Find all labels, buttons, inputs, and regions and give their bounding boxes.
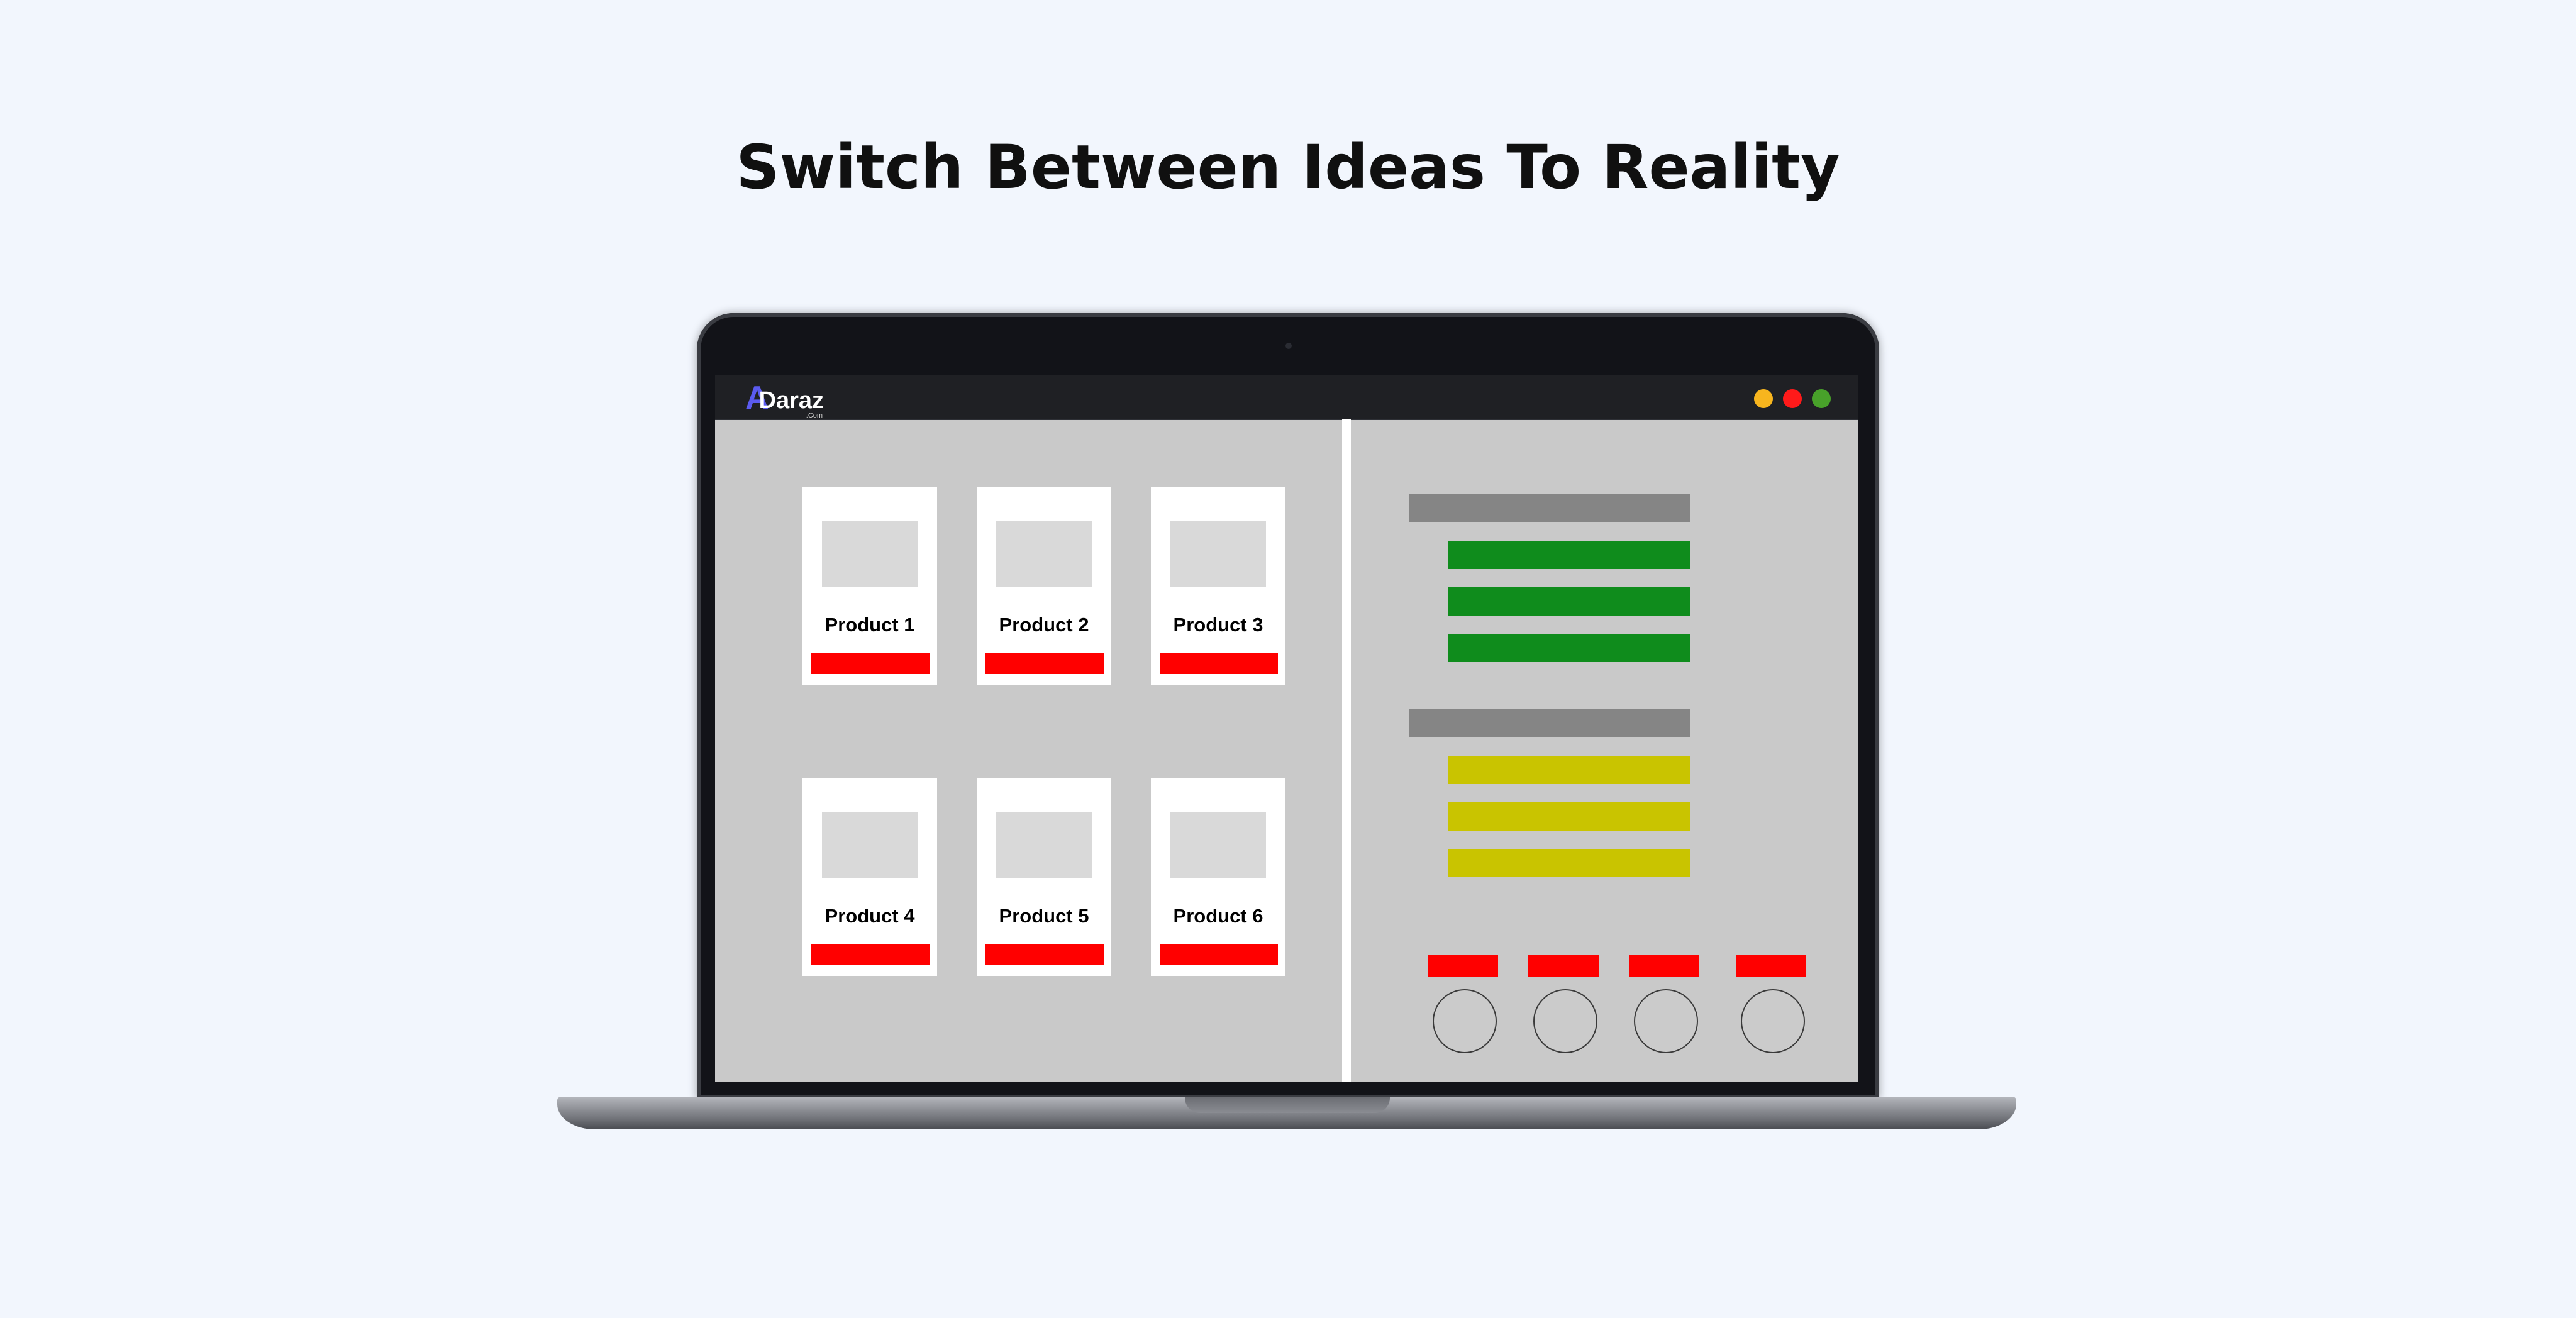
product-label: Product 4: [824, 905, 915, 927]
product-card-1[interactable]: Product 1: [802, 487, 937, 685]
list-item-bar[interactable]: [1448, 587, 1690, 616]
webcam-icon: [1285, 343, 1292, 349]
action-button-3[interactable]: [1629, 955, 1699, 977]
add-to-cart-button[interactable]: [811, 944, 930, 965]
section-header-bar: [1409, 494, 1690, 522]
panel-divider[interactable]: [1342, 419, 1351, 1082]
laptop-lid-notch: [1185, 1097, 1390, 1113]
avatar-placeholder-1[interactable]: [1433, 989, 1497, 1053]
product-card-5[interactable]: Product 5: [977, 778, 1111, 976]
add-to-cart-button[interactable]: [1160, 653, 1278, 674]
add-to-cart-button[interactable]: [985, 653, 1104, 674]
product-image: [996, 812, 1092, 878]
minimize-button[interactable]: [1754, 389, 1773, 408]
action-button-2[interactable]: [1528, 955, 1599, 977]
product-image: [1170, 521, 1266, 587]
section-header-bar: [1409, 709, 1690, 737]
laptop-screen: A Daraz .Com Product 1 Product 2 Product…: [715, 375, 1858, 1082]
product-card-4[interactable]: Product 4: [802, 778, 937, 976]
product-label: Product 1: [824, 614, 915, 636]
action-button-4[interactable]: [1736, 955, 1806, 977]
list-item-bar[interactable]: [1448, 802, 1690, 831]
close-button[interactable]: [1783, 389, 1802, 408]
product-image: [996, 521, 1092, 587]
add-to-cart-button[interactable]: [1160, 944, 1278, 965]
product-card-2[interactable]: Product 2: [977, 487, 1111, 685]
list-item-bar[interactable]: [1448, 541, 1690, 569]
window-titlebar: A Daraz .Com: [715, 375, 1858, 420]
page-headline: Switch Between Ideas To Reality: [736, 132, 1840, 202]
product-image: [822, 812, 918, 878]
list-item-bar[interactable]: [1448, 849, 1690, 877]
avatar-placeholder-3[interactable]: [1634, 989, 1698, 1053]
product-label: Product 2: [999, 614, 1089, 636]
avatar-placeholder-4[interactable]: [1741, 989, 1805, 1053]
logo-text: Daraz .Com: [758, 387, 824, 419]
list-item-bar[interactable]: [1448, 756, 1690, 784]
product-label: Product 6: [1173, 905, 1263, 927]
logo-sub: .Com: [806, 412, 823, 419]
product-card-3[interactable]: Product 3: [1151, 487, 1285, 685]
add-to-cart-button[interactable]: [811, 653, 930, 674]
avatar-placeholder-2[interactable]: [1533, 989, 1597, 1053]
product-card-6[interactable]: Product 6: [1151, 778, 1285, 976]
maximize-button[interactable]: [1812, 389, 1831, 408]
logo-mark: A: [745, 380, 769, 416]
add-to-cart-button[interactable]: [985, 944, 1104, 965]
action-button-1[interactable]: [1428, 955, 1498, 977]
product-image: [1170, 812, 1266, 878]
window-controls: [1754, 389, 1831, 408]
app-logo[interactable]: A Daraz .Com: [745, 380, 824, 419]
product-image: [822, 521, 918, 587]
product-label: Product 5: [999, 905, 1089, 927]
product-label: Product 3: [1173, 614, 1263, 636]
logo-name: Daraz: [758, 387, 824, 414]
list-item-bar[interactable]: [1448, 634, 1690, 662]
